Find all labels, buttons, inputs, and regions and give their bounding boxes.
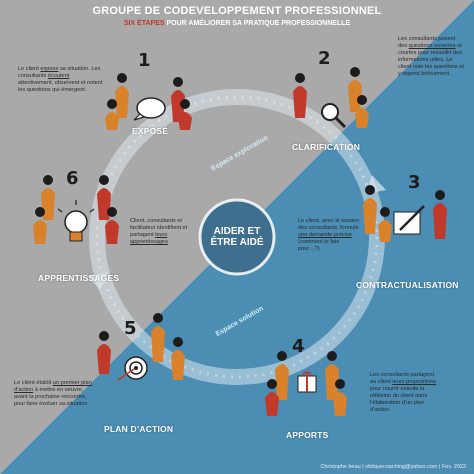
target-icon xyxy=(117,356,148,381)
center-line-1: AIDER ET xyxy=(213,226,261,237)
step-label-4: APPORTS xyxy=(286,430,329,440)
ring-arrow-head xyxy=(88,272,108,290)
note-apprentissages: Client, consultants et facilitateur iden… xyxy=(130,218,188,245)
lightbulb-icon xyxy=(57,200,95,242)
subtitle-accent: SIX ÉTAPES xyxy=(123,20,165,27)
figures-step-6 xyxy=(33,175,119,244)
step-label-5: PLAN D’ACTION xyxy=(104,424,174,434)
figures-step-2 xyxy=(293,67,369,128)
speech-bubble-icon xyxy=(133,97,166,121)
note-contract: Le client, avec le soutien des consultan… xyxy=(298,218,360,252)
credit-line: Christophe beau | obliquecoaching@yahoo.… xyxy=(320,464,466,470)
figures-step-3 xyxy=(363,185,447,242)
page-subtitle: SIX ÉTAPES POUR AMÉLIORER SA PRATIQUE PR… xyxy=(0,20,474,27)
cycle-ring xyxy=(89,89,385,385)
note-apports: Les consultants partagent au client leur… xyxy=(370,372,437,413)
page-title: GROUPE DE CODEVELOPPEMENT PROFESSIONNEL xyxy=(92,5,382,17)
figures-step-4 xyxy=(265,351,347,416)
step-number-1: 1 xyxy=(138,50,151,71)
subtitle-rest: POUR AMÉLIORER SA PRATIQUE PROFESSIONNEL… xyxy=(166,20,351,27)
note-expose: Le client expose sa situation. Les consu… xyxy=(18,66,103,93)
center-line-2: ÊTRE AIDÉ xyxy=(210,237,264,248)
note-plan: Le client établit un premier plan d’acti… xyxy=(14,380,92,407)
step-number-2: 2 xyxy=(318,48,331,69)
figures-step-1 xyxy=(105,73,192,130)
gift-icon xyxy=(297,371,317,393)
cycle-ring-texture xyxy=(95,95,379,379)
contract-pen-icon xyxy=(393,205,425,235)
center-title: AIDER ET ÊTRE AIDÉ xyxy=(200,226,274,248)
step-label-6: APPRENTISSAGES xyxy=(38,273,120,283)
step-label-1: EXPOSÉ xyxy=(132,126,169,136)
step-number-3: 3 xyxy=(408,172,421,193)
center-disc xyxy=(198,198,276,276)
step-number-4: 4 xyxy=(292,336,305,357)
step-number-6: 6 xyxy=(66,168,79,189)
figures-step-5 xyxy=(97,313,185,380)
magnifier-icon xyxy=(321,103,347,129)
step-label-2: CLARIFICATION xyxy=(292,142,361,152)
step-label-3: CONTRACTUALISATION xyxy=(356,280,459,290)
note-clarification: Les consultants posent des questions ouv… xyxy=(398,36,464,77)
step-number-5: 5 xyxy=(124,318,137,339)
